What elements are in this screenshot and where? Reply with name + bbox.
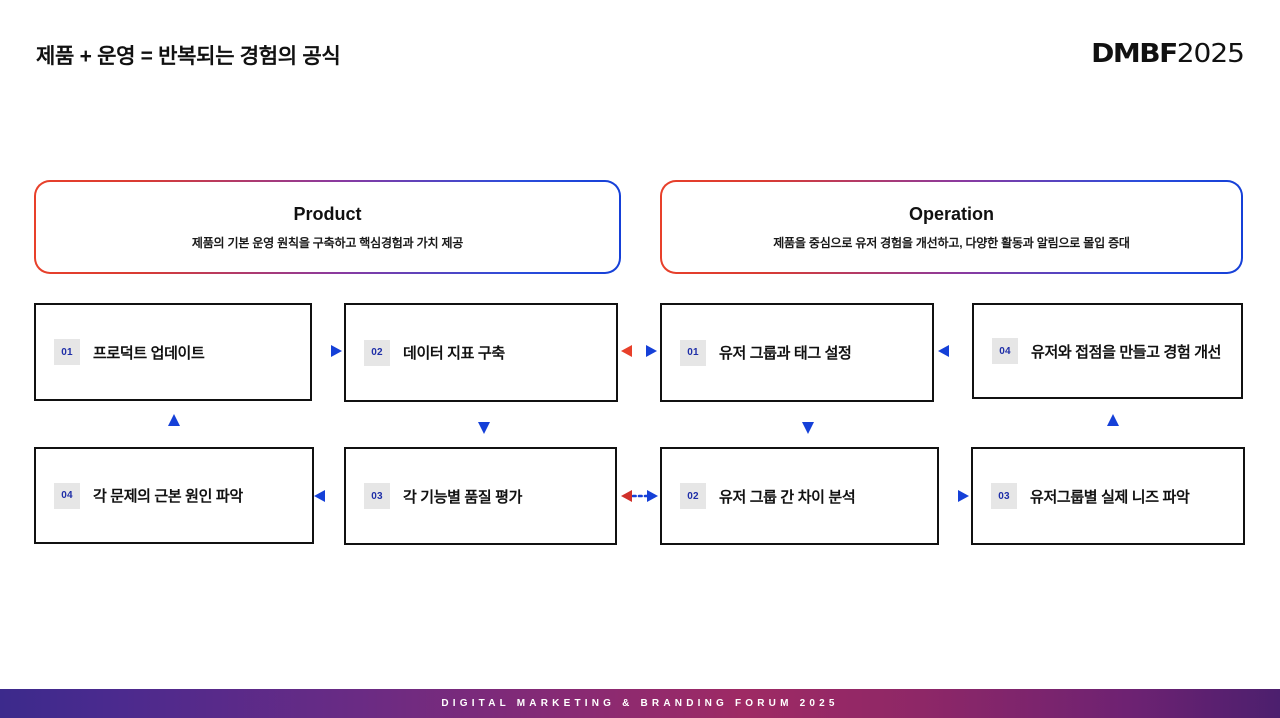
step-number-badge: 03: [991, 483, 1017, 509]
step-box-operation-02: 02 유저 그룹 간 차이 분석: [660, 447, 939, 545]
connector-p3-to-p4: [314, 490, 341, 502]
step-number-badge: 02: [364, 339, 390, 366]
step-number-badge: 01: [680, 339, 706, 366]
step-number-badge: 04: [54, 482, 80, 509]
step-box-operation-03: 03 유저그룹별 실제 니즈 파악: [971, 447, 1245, 545]
step-number-badge: 02: [680, 483, 706, 509]
section-description-operation: 제품을 중심으로 유저 경험을 개선하고, 다양한 활동과 알림으로 몰입 증대: [773, 235, 1130, 250]
section-header-operation: Operation 제품을 중심으로 유저 경험을 개선하고, 다양한 활동과 …: [660, 180, 1243, 274]
brand-logo: DMBF 2025: [1091, 37, 1245, 70]
page-title: 제품 + 운영 = 반복되는 경험의 공식: [36, 45, 341, 68]
section-title-operation: Operation: [908, 203, 994, 224]
step-label: 유저 그룹 간 차이 분석: [719, 488, 856, 506]
step-number-badge: 03: [364, 483, 390, 509]
step-box-product-04: 04 각 문제의 근본 원인 파악: [34, 447, 314, 544]
section-header-operation-inner: Operation 제품을 중심으로 유저 경험을 개선하고, 다양한 활동과 …: [662, 182, 1241, 272]
connector-p2-to-o1: [621, 345, 657, 357]
brand-mark-text: DMBF: [1091, 38, 1178, 69]
connector-o4-to-o1: [938, 345, 969, 357]
step-number-badge: 01: [54, 339, 80, 365]
connector-p3-to-o2: [621, 490, 658, 502]
step-box-product-01: 01 프로덕트 업데이트: [34, 303, 312, 401]
step-label: 각 문제의 근본 원인 파악: [93, 488, 243, 505]
section-header-product: Product 제품의 기본 운영 원칙을 구축하고 핵심경험과 가치 제공: [34, 180, 621, 274]
step-label: 유저와 접점을 만들고 경험 개선: [1031, 343, 1222, 361]
connector-p4-to-p1: [168, 414, 180, 444]
footer-bar: DIGITAL MARKETING & BRANDING FORUM 2025: [0, 689, 1280, 718]
connector-o2-to-o3: [942, 490, 969, 502]
step-box-product-03: 03 각 기능별 품질 평가: [344, 447, 617, 545]
connector-p1-to-p2: [315, 345, 342, 357]
brand-year-text: 2025: [1176, 38, 1245, 69]
step-box-operation-01: 01 유저 그룹과 태그 설정: [660, 303, 934, 402]
step-label: 유저 그룹과 태그 설정: [719, 345, 852, 362]
step-number-badge: 04: [992, 338, 1018, 364]
step-box-operation-04: 04 유저와 접점을 만들고 경험 개선: [972, 303, 1243, 399]
step-label: 각 기능별 품질 평가: [403, 488, 523, 506]
connector-p2-to-p3: [478, 404, 490, 434]
section-title-product: Product: [293, 203, 362, 224]
footer-text: DIGITAL MARKETING & BRANDING FORUM 2025: [441, 698, 839, 709]
section-header-product-inner: Product 제품의 기본 운영 원칙을 구축하고 핵심경험과 가치 제공: [36, 182, 619, 272]
step-box-product-02: 02 데이터 지표 구축: [344, 303, 618, 402]
step-label: 데이터 지표 구축: [403, 345, 505, 362]
step-label: 유저그룹별 실제 니즈 파악: [1030, 488, 1190, 506]
step-label: 프로덕트 업데이트: [93, 344, 205, 362]
connector-o1-to-o2: [802, 404, 814, 434]
section-description-product: 제품의 기본 운영 원칙을 구축하고 핵심경험과 가치 제공: [191, 235, 464, 250]
connector-o3-to-o4: [1107, 414, 1119, 444]
